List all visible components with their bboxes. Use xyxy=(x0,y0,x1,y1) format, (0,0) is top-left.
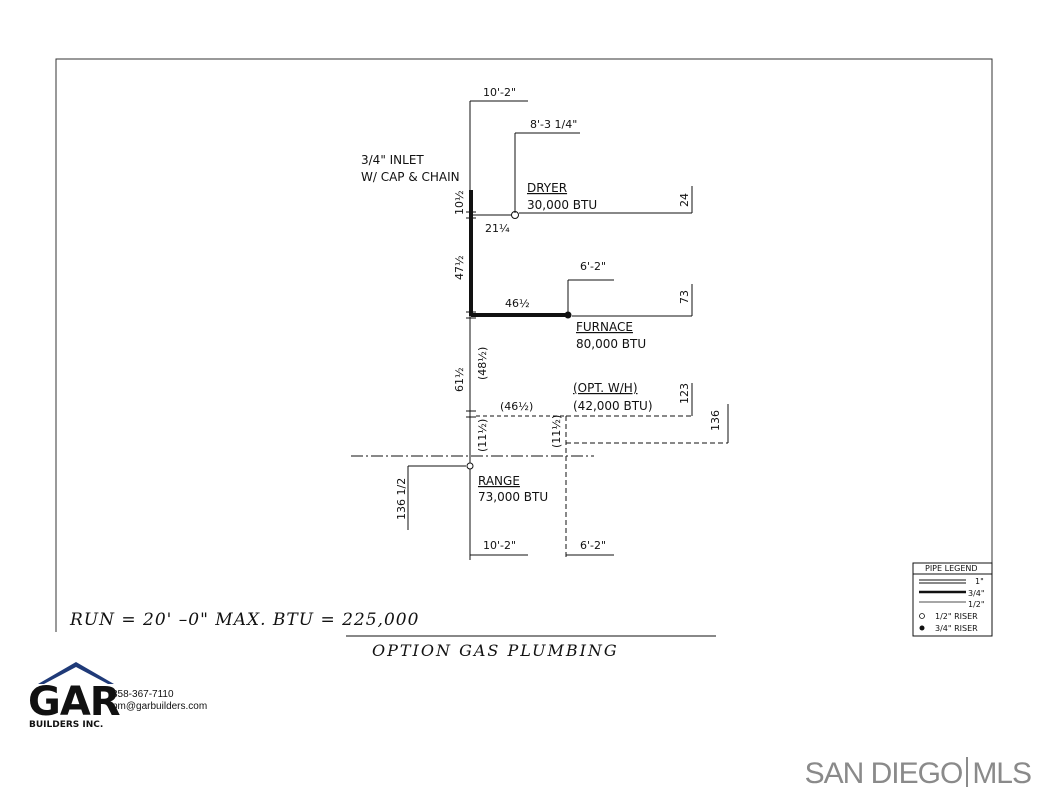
mls-watermark-right: MLS xyxy=(972,757,1032,790)
dim-dryer: 8'-3 1/4" xyxy=(530,118,577,131)
dim-furnace: 6'-2" xyxy=(580,260,606,273)
house-roof-icon xyxy=(38,662,114,684)
logo-subtitle: BUILDERS INC. xyxy=(29,720,103,730)
dim-bottom-left: 10'-2" xyxy=(483,539,516,552)
furnace-btu: 80,000 BTU xyxy=(576,337,646,351)
mls-watermark-left: SAN DIEGO xyxy=(804,757,964,790)
sheet-border xyxy=(55,58,993,632)
dim-136: 136 xyxy=(709,410,722,431)
logo-letters: GAR xyxy=(28,679,120,725)
legend-item-1-2-riser: 1/2" RISER xyxy=(935,612,978,621)
dryer-label: DRYER xyxy=(527,181,567,195)
range-btu: 73,000 BTU xyxy=(478,490,548,504)
contact-phone: 858-367-7110 xyxy=(112,689,174,700)
legend-item-3-4: 3/4" xyxy=(968,589,985,598)
dim-10-half: 10½ xyxy=(453,190,466,215)
dim-11-half-a: (11½) xyxy=(476,419,489,452)
dim-73: 73 xyxy=(678,290,691,304)
dim-21-quarter: 21¼ xyxy=(485,222,510,235)
contact-info: 858-367-7110 pm@garbuilders.com xyxy=(112,689,207,713)
sheet-title: OPTION GAS PLUMBING xyxy=(372,641,619,660)
range-label: RANGE xyxy=(478,474,520,488)
range-riser-icon xyxy=(466,462,474,470)
legend-title: PIPE LEGEND xyxy=(925,564,978,573)
legend-open-circle-icon xyxy=(919,613,925,619)
legend-item-1-2: 1/2" xyxy=(968,600,985,609)
pipe-legend: PIPE LEGEND 1" 3/4" 1/2" 1/2" RISER 3/4"… xyxy=(912,562,993,637)
wh-label: (OPT. W/H) xyxy=(573,381,638,395)
furnace-riser-icon xyxy=(564,311,572,319)
dim-123: 123 xyxy=(678,383,691,404)
fitting-marks xyxy=(466,211,476,418)
wh-btu: (42,000 BTU) xyxy=(573,399,653,413)
inlet-label: 3/4" INLET xyxy=(361,153,424,167)
dim-136-half: 136 1/2 xyxy=(395,478,408,520)
dryer-btu: 30,000 BTU xyxy=(527,198,597,212)
dim-top: 10'-2" xyxy=(483,86,516,99)
dim-46-half: 46½ xyxy=(505,297,530,310)
dim-48-half-paren: (48½) xyxy=(476,347,489,380)
dim-24: 24 xyxy=(678,193,691,207)
gar-builders-logo: GAR BUILDERS INC. xyxy=(28,662,121,730)
dim-46-half-paren: (46½) xyxy=(500,400,533,413)
inlet-sub-label: W/ CAP & CHAIN xyxy=(361,170,460,184)
legend-filled-circle-icon xyxy=(919,625,925,631)
dim-bottom-right: 6'-2" xyxy=(580,539,606,552)
dim-11-half-b: (11½) xyxy=(550,415,563,448)
dim-47-half: 47½ xyxy=(453,255,466,280)
contact-email: pm@garbuilders.com xyxy=(112,701,208,712)
legend-item-3-4-riser: 3/4" RISER xyxy=(935,624,978,633)
dim-61-half: 61½ xyxy=(453,367,466,392)
furnace-label: FURNACE xyxy=(576,320,633,334)
legend-item-1: 1" xyxy=(975,577,984,586)
run-summary: RUN = 20' –0" MAX. BTU = 225,000 xyxy=(69,610,419,630)
